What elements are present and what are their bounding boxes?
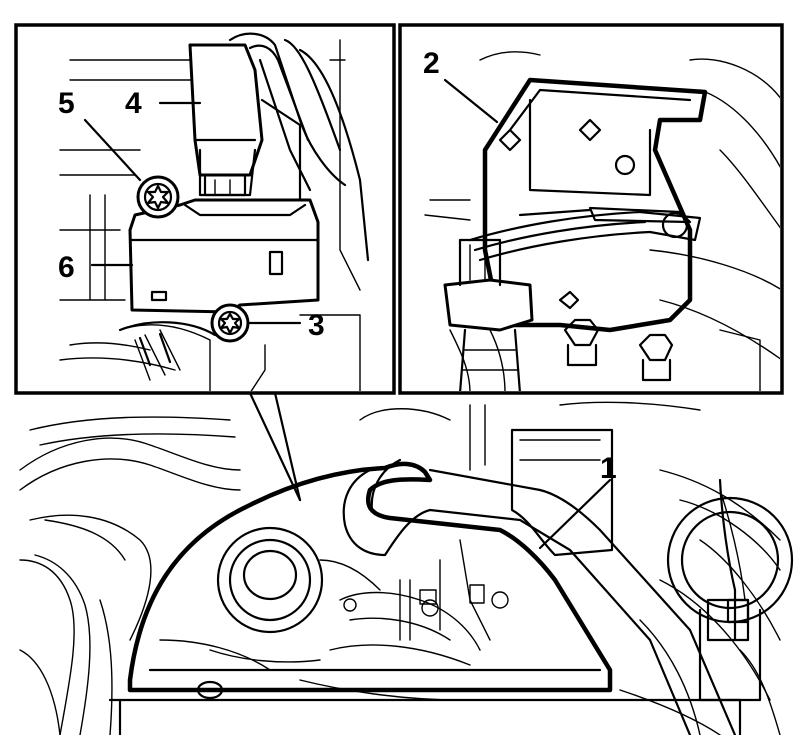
- callout-6-label: 6: [58, 251, 75, 284]
- callout-3-label: 3: [308, 309, 325, 342]
- oil-filler-cap: [216, 526, 324, 634]
- engine-cover-outline: [127, 461, 613, 693]
- relay-module: [128, 198, 320, 314]
- hose-clamp: [118, 321, 217, 367]
- wire-harness: [228, 32, 370, 262]
- sensor-connector: [443, 238, 534, 391]
- inset-left: 4 5 6 3: [14, 23, 396, 395]
- callout-2-leader: [443, 78, 499, 124]
- lower-torx-screw: [210, 303, 250, 343]
- mounting-nuts: [563, 318, 674, 382]
- engine-components: [159, 539, 509, 671]
- callout-2-label: 2: [423, 47, 440, 80]
- callout-4-label: 4: [125, 87, 142, 120]
- cable-tie: [518, 206, 692, 224]
- inset-right-background: [424, 51, 780, 391]
- callout-1: 1: [538, 452, 617, 550]
- background-hoses: [19, 401, 781, 735]
- inset-left-leaders: [83, 101, 302, 325]
- air-intake-hose: [342, 428, 737, 735]
- sensor-wiring: [468, 210, 702, 262]
- inset-leader: [248, 391, 302, 502]
- upper-torx-screw: [136, 175, 180, 219]
- inset-right: 2: [398, 23, 784, 395]
- callout-5-label: 5: [58, 87, 75, 120]
- engine-bay-view: 1: [19, 391, 794, 735]
- brake-fluid-connector: [718, 478, 750, 642]
- mounting-stud: [108, 680, 742, 735]
- callout-1-label: 1: [600, 452, 617, 485]
